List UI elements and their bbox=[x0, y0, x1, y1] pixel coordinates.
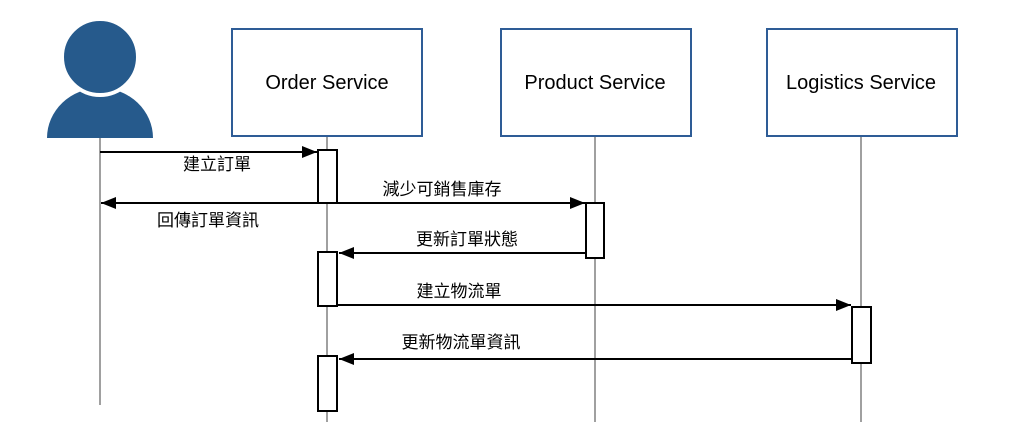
activation-order-service-2 bbox=[317, 251, 338, 307]
participant-box-logistics-service bbox=[766, 28, 958, 137]
message-label-return-order-info: 回傳訂單資訊 bbox=[157, 211, 259, 230]
message-update-order-status: 更新訂單狀態 bbox=[339, 230, 586, 259]
participant-label-product-service: Product Service bbox=[524, 72, 665, 94]
message-create-order: 建立訂單 bbox=[100, 146, 317, 174]
message-label-create-order: 建立訂單 bbox=[183, 155, 251, 174]
activation-logistics-service bbox=[851, 306, 872, 364]
message-label-create-logistics-order: 建立物流單 bbox=[417, 282, 502, 301]
participant-label-order-service: Order Service bbox=[265, 72, 388, 94]
activation-order-service-3 bbox=[317, 355, 338, 412]
participant-logistics-service: Logistics Service bbox=[766, 28, 958, 137]
participant-product-service: Product Service bbox=[500, 28, 692, 137]
message-update-logistics-info: 更新物流單資訊 bbox=[339, 333, 853, 365]
person-icon-head bbox=[60, 17, 140, 97]
message-reduce-sellable-stock: 減少可銷售庫存 bbox=[337, 180, 585, 209]
message-label-update-order-status: 更新訂單狀態 bbox=[416, 230, 518, 249]
message-create-logistics-order: 建立物流單 bbox=[337, 282, 851, 311]
person-icon bbox=[47, 17, 153, 138]
message-label-reduce-sellable-stock: 減少可銷售庫存 bbox=[383, 180, 502, 199]
activation-product-service bbox=[585, 202, 605, 259]
participant-box-product-service bbox=[500, 28, 692, 137]
message-label-update-logistics-info: 更新物流單資訊 bbox=[402, 333, 521, 352]
participant-label-logistics-service: Logistics Service bbox=[786, 72, 936, 94]
person-icon-body bbox=[47, 88, 153, 138]
message-return-order-info: 回傳訂單資訊 bbox=[101, 197, 318, 230]
activation-order-service-1 bbox=[317, 149, 338, 204]
participant-box-order-service bbox=[231, 28, 423, 137]
participant-order-service: Order Service bbox=[231, 28, 423, 137]
